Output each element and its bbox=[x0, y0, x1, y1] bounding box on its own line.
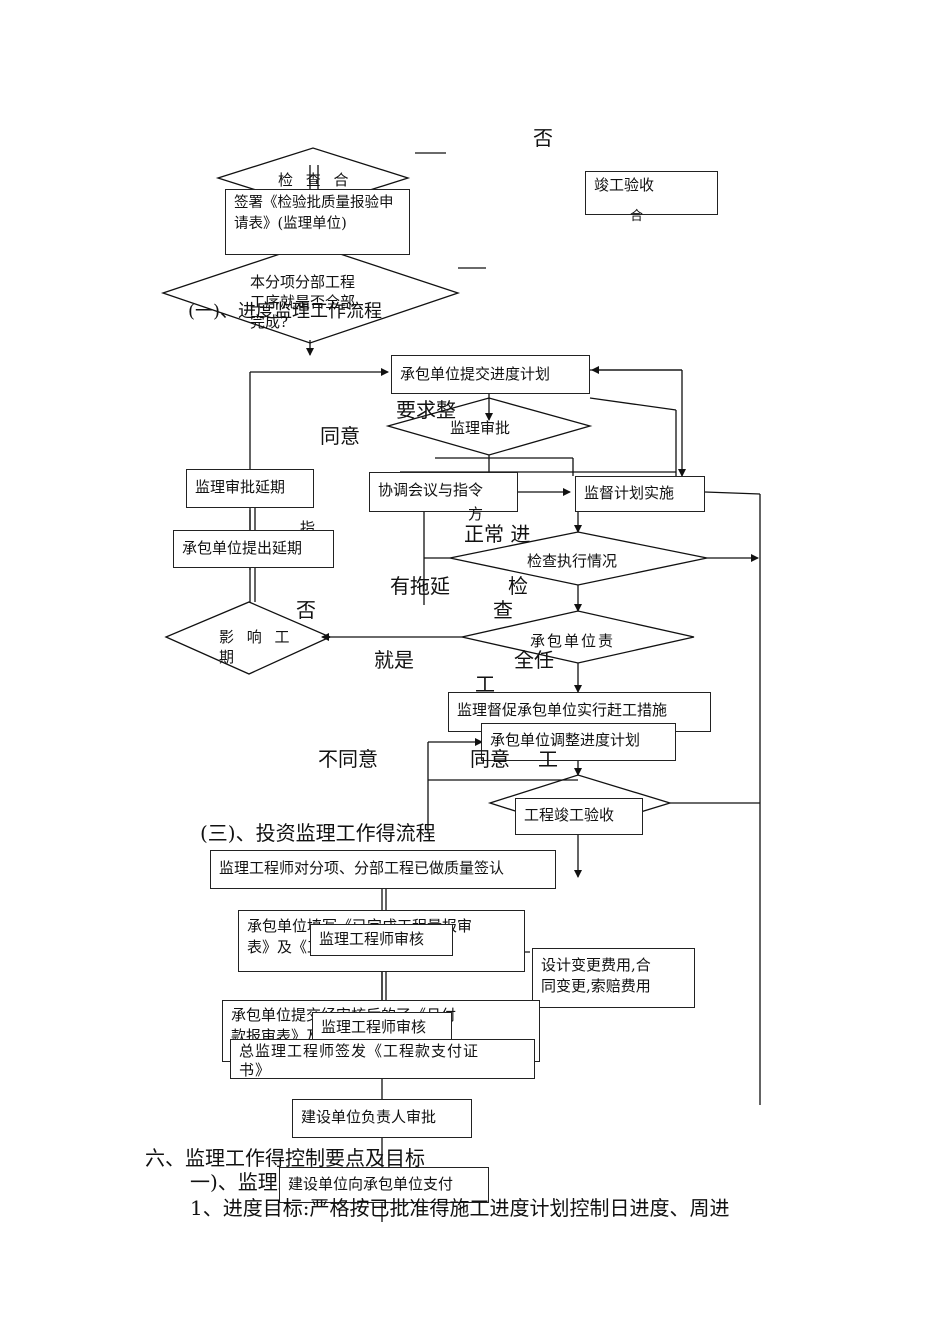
contractor-resp-diamond bbox=[461, 610, 695, 664]
engineer-review-1-box: 监理工程师审核 bbox=[310, 924, 453, 956]
chief-sign-box: 总监理工程师签发《工程款支付证 书》 bbox=[230, 1039, 535, 1079]
sign-inspection-box: 签署《检验批质量报验申请表》(监理单位) bbox=[225, 189, 410, 255]
gong-label-2: 工 bbox=[538, 747, 558, 771]
cha-label: 查 bbox=[493, 598, 513, 622]
full-resp-label: 全任 bbox=[514, 648, 554, 672]
engineer-sign-box: 监理工程师对分项、分部工程已做质量签认 bbox=[210, 850, 556, 889]
coordination-box: 协调会议与指令 bbox=[369, 472, 518, 512]
contractor-resp-label: 承包单位责 bbox=[530, 632, 616, 650]
section-two-text: (一)、进度监理工作流程 bbox=[188, 301, 383, 322]
item-one-text: 1、进度目标:严格按已批准得施工进度计划控制日进度、周进 bbox=[190, 1196, 730, 1220]
disagree-label: 不同意 bbox=[318, 747, 378, 771]
submit-plan-box: 承包单位提交进度计划 bbox=[391, 355, 590, 394]
acceptance-box: 竣工验收 bbox=[585, 171, 718, 215]
normal-progress-label: 正常 进 bbox=[464, 522, 531, 546]
gong-label: 工 bbox=[475, 672, 495, 696]
supervise-impl-box: 监督计划实施 bbox=[575, 476, 705, 512]
request-extension-box: 承包单位提出延期 bbox=[173, 530, 334, 568]
check-label: 检 bbox=[508, 574, 528, 598]
acceptance-tail: 合 bbox=[630, 209, 644, 224]
agree-label-2: 同意 bbox=[470, 747, 510, 771]
supervisor-approve-diamond bbox=[385, 397, 593, 456]
request-adjust-label: 要求整 bbox=[396, 398, 456, 422]
agree-label: 同意 bbox=[320, 424, 360, 448]
investment-heading: (三)、投资监理工作得流程 bbox=[200, 821, 436, 845]
completion-acceptance-box: 工程竣工验收 bbox=[515, 798, 643, 835]
section-six-heading: 六、监理工作得控制要点及目标 bbox=[145, 1146, 425, 1170]
delayed-label: 有拖延 bbox=[390, 574, 450, 598]
approve-extension-box: 监理审批延期 bbox=[186, 469, 314, 508]
completed-question: 本分项分部工程 工序就是否全部 完成? bbox=[250, 273, 356, 331]
section-two-heading: (一)、进度监理工作流程 bbox=[188, 300, 382, 324]
no-label-mid: 否 bbox=[296, 598, 316, 622]
owner-approve-box: 建设单位负责人审批 bbox=[292, 1099, 472, 1138]
yes-label: 就是 bbox=[374, 648, 414, 672]
affect-schedule-label: 影 响 工 期 bbox=[219, 628, 294, 666]
supervisor-approve-label: 监理审批 bbox=[450, 419, 511, 437]
no-label-top: 否 bbox=[533, 126, 553, 150]
check-ok-label: 检 查 合 bbox=[278, 171, 353, 189]
change-costs-box: 设计变更费用,合 同变更,索赔费用 bbox=[532, 948, 695, 1008]
fang-label: 方 bbox=[468, 505, 484, 523]
completed-diamond bbox=[160, 243, 461, 344]
check-execution-label: 检查执行情况 bbox=[527, 552, 618, 570]
owner-pay-box: 建设单位向承包单位支付 bbox=[279, 1167, 489, 1203]
adjust-plan-box: 承包单位调整进度计划 bbox=[481, 723, 676, 761]
